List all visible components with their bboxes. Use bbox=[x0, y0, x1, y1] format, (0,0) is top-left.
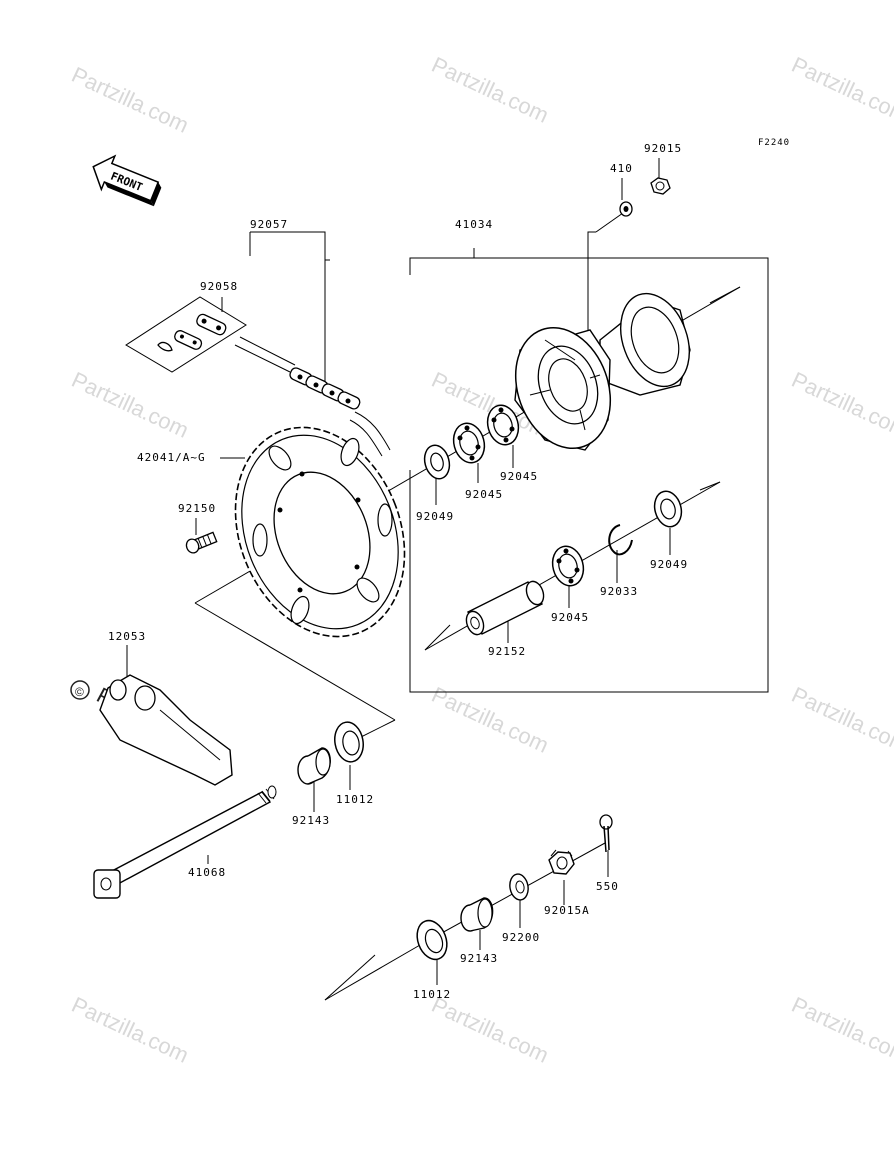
part-label-92049-left: 92049 bbox=[416, 510, 454, 523]
watermark: Partzilla.com bbox=[788, 992, 894, 1068]
washer-11012-right bbox=[416, 919, 448, 961]
part-label-410: 410 bbox=[610, 162, 633, 175]
part-label-92015A: 92015A bbox=[544, 904, 590, 917]
washer-11012-left bbox=[334, 721, 364, 763]
part-label-92058: 92058 bbox=[200, 280, 238, 293]
part-label-92143-right: 92143 bbox=[460, 952, 498, 965]
spacer-92152 bbox=[465, 580, 545, 636]
part-label-11012-left: 11012 bbox=[336, 793, 374, 806]
front-arrow-icon: FRONT bbox=[92, 154, 162, 207]
collar-92143-left bbox=[297, 747, 331, 785]
collar-92143-right bbox=[460, 897, 494, 932]
part-label-41068: 41068 bbox=[188, 866, 226, 879]
seal-92049-right bbox=[653, 490, 683, 528]
part-label-41034: 41034 bbox=[455, 218, 493, 231]
part-label-12053: 12053 bbox=[108, 630, 146, 643]
part-label-92045-a: 92045 bbox=[465, 488, 503, 501]
watermark: Partzilla.com bbox=[68, 367, 193, 443]
watermark: Partzilla.com bbox=[788, 52, 894, 128]
cotter-pin-550 bbox=[599, 814, 613, 853]
axle-41068 bbox=[93, 785, 277, 899]
bearing-92045-a bbox=[452, 422, 486, 464]
part-label-92033: 92033 bbox=[600, 585, 638, 598]
chain-adjuster-12053 bbox=[99, 674, 233, 786]
watermark: Partzilla.com bbox=[428, 992, 553, 1068]
part-label-92150: 92150 bbox=[178, 502, 216, 515]
part-label-42041: 42041/A~G bbox=[137, 451, 206, 464]
leader-lines bbox=[126, 158, 671, 985]
watermark-symbol: © bbox=[75, 685, 84, 699]
part-label-92045-b: 92045 bbox=[500, 470, 538, 483]
part-label-550: 550 bbox=[596, 880, 619, 893]
watermark: Partzilla.com bbox=[788, 367, 894, 443]
part-labels: 92015 410 41034 92057 92058 42041/A~G 92… bbox=[108, 142, 688, 1001]
hub-assembly-box bbox=[409, 248, 769, 693]
rear-sprocket bbox=[234, 426, 406, 638]
part-label-92152: 92152 bbox=[488, 645, 526, 658]
washer-92200 bbox=[509, 873, 529, 901]
part-label-92057: 92057 bbox=[250, 218, 288, 231]
part-label-92143-left: 92143 bbox=[292, 814, 330, 827]
part-label-11012-right: 11012 bbox=[413, 988, 451, 1001]
master-link-kit bbox=[125, 296, 247, 373]
sprocket-bolt bbox=[185, 531, 218, 554]
part-label-92045-c: 92045 bbox=[551, 611, 589, 624]
watermark: Partzilla.com bbox=[788, 682, 894, 758]
bearing-92045-b bbox=[486, 404, 520, 446]
watermark: Partzilla.com bbox=[428, 682, 553, 758]
chain-links bbox=[289, 367, 361, 410]
watermark: Partzilla.com bbox=[68, 992, 193, 1068]
rear-hub bbox=[514, 292, 691, 451]
watermark: Partzilla.com bbox=[68, 62, 193, 138]
part-label-92200: 92200 bbox=[502, 931, 540, 944]
circlip-92033 bbox=[608, 524, 633, 556]
bearing-92045-c bbox=[551, 545, 585, 587]
washer-410 bbox=[619, 201, 633, 217]
figure-code: F2240 bbox=[758, 138, 790, 148]
watermark: Partzilla.com bbox=[428, 52, 553, 128]
nut-92015 bbox=[650, 177, 671, 195]
part-label-92049-right: 92049 bbox=[650, 558, 688, 571]
part-label-92015: 92015 bbox=[644, 142, 682, 155]
seal-92049-left bbox=[423, 444, 451, 480]
chain bbox=[234, 336, 391, 457]
castle-nut-92015A bbox=[548, 849, 575, 875]
